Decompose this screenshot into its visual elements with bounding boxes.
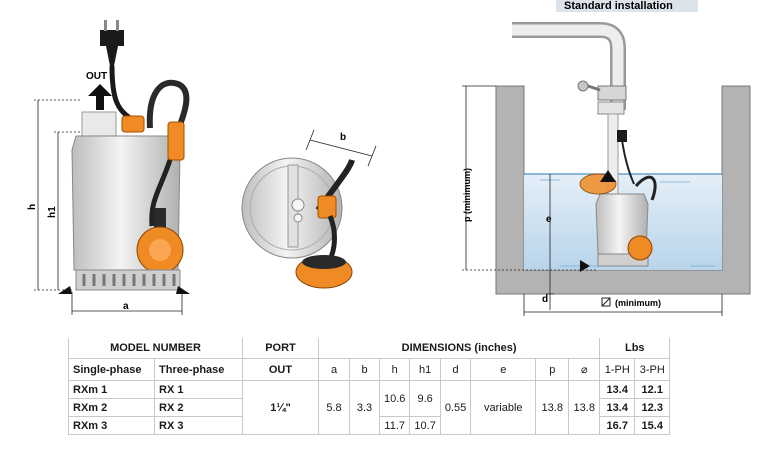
- single-phase-header: Single-phase: [68, 358, 155, 381]
- col-3ph-header: 3-PH: [634, 358, 671, 381]
- p-value: 13.8: [535, 380, 570, 435]
- p-label: p (minimum): [462, 168, 472, 222]
- float-clamp: [167, 121, 185, 161]
- power-cable: [109, 65, 132, 121]
- a-label: a: [123, 301, 129, 312]
- col-b-header: b: [349, 358, 380, 381]
- standard-installation: Standard installation: [462, 0, 751, 316]
- weight-3ph: 12.3: [634, 398, 671, 417]
- h-label: h: [27, 204, 38, 210]
- dimension-h1: [54, 131, 80, 290]
- installed-inlet-arrow-icon: [580, 260, 590, 272]
- a-value: 5.8: [318, 380, 350, 435]
- col-diameter-header: ⌀: [568, 358, 601, 381]
- out-arrow-icon: [88, 84, 112, 110]
- col-a-header: a: [318, 358, 350, 381]
- model-three: RX 2: [154, 398, 243, 417]
- header-row-2: Single-phase Three-phase OUT a b h h1 d …: [68, 358, 671, 381]
- table-row: RXm 1 RX 1 1¼" 5.8 3.3 10.6 9.6 0.55 var…: [68, 380, 671, 435]
- port-value: 1¼": [242, 380, 319, 435]
- weight-3ph: 15.4: [634, 416, 671, 435]
- port-header: PORT: [242, 338, 319, 359]
- dimension-b: [305, 129, 377, 167]
- out-header: OUT: [242, 358, 319, 381]
- pump-drawings: OUT h: [27, 0, 751, 316]
- e-value: variable: [470, 380, 537, 435]
- inlet-arrow-left-icon: [58, 286, 72, 294]
- valve-icon: [577, 80, 589, 92]
- weight-3ph: 12.1: [634, 380, 671, 399]
- pump-side-view: OUT h: [27, 20, 190, 315]
- float-cable: [146, 79, 190, 132]
- inlet-arrow-right-icon: [176, 286, 190, 294]
- weight-1ph: 16.7: [599, 416, 636, 435]
- dimension-diameter: [523, 294, 723, 316]
- col-h-header: h: [378, 358, 411, 381]
- b-label: b: [340, 132, 346, 143]
- diameter-value: 13.8: [568, 380, 601, 435]
- b-value: 3.3: [349, 380, 380, 435]
- out-label: OUT: [86, 71, 107, 82]
- outlet-port: [81, 111, 117, 137]
- model-three: RX 1: [154, 380, 243, 399]
- discharge-pipe: [512, 24, 624, 110]
- minimum-label: (minimum): [615, 298, 661, 308]
- table-row: RXm 2 RX 2 13.4 12.3: [68, 398, 671, 417]
- d-value: 0.55: [439, 380, 472, 435]
- model-single: RXm 2: [68, 398, 155, 417]
- installed-plug-icon: [617, 130, 627, 142]
- dimensions-header: DIMENSIONS (inches): [317, 338, 601, 359]
- dimension-h: [34, 99, 82, 291]
- installed-out-arrow-icon: [600, 170, 616, 182]
- dimension-p: [462, 85, 598, 271]
- model-single: RXm 1: [68, 380, 155, 399]
- dimension-a: [71, 292, 183, 315]
- h1-value-12: 9.6: [409, 380, 441, 417]
- weight-1ph: 13.4: [599, 398, 636, 417]
- d-label: d: [542, 294, 548, 305]
- col-1ph-header: 1-PH: [599, 358, 636, 381]
- col-e-header: e: [470, 358, 537, 381]
- col-h1-header: h1: [409, 358, 441, 381]
- model-single: RXm 3: [68, 416, 155, 435]
- install-title: Standard installation: [564, 0, 673, 12]
- h1-value-3: 10.7: [409, 416, 441, 435]
- table-row: RXm 3 RX 3 11.7 10.7 16.7 15.4: [68, 416, 671, 435]
- plug-icon: [100, 20, 124, 66]
- handle-clamp: [121, 115, 145, 133]
- h-value-12: 10.6: [378, 380, 411, 417]
- model-three: RX 3: [154, 416, 243, 435]
- model-number-header: MODEL NUMBER: [68, 338, 243, 359]
- well-walls: [495, 85, 751, 295]
- three-phase-header: Three-phase: [154, 358, 243, 381]
- col-d-header: d: [439, 358, 472, 381]
- spec-table: MODEL NUMBER PORT DIMENSIONS (inches) Lb…: [68, 338, 671, 435]
- installed-float: [627, 235, 653, 261]
- lbs-header: Lbs: [599, 338, 671, 359]
- pump-top-view: b: [241, 129, 377, 289]
- header-row-1: MODEL NUMBER PORT DIMENSIONS (inches) Lb…: [68, 338, 671, 359]
- h-value-3: 11.7: [378, 416, 411, 435]
- dimension-d: [546, 270, 554, 310]
- h1-label: h1: [47, 206, 58, 218]
- install-title-bg: [556, 0, 698, 12]
- col-p-header: p: [535, 358, 570, 381]
- weight-1ph: 13.4: [599, 380, 636, 399]
- e-label: e: [546, 214, 552, 225]
